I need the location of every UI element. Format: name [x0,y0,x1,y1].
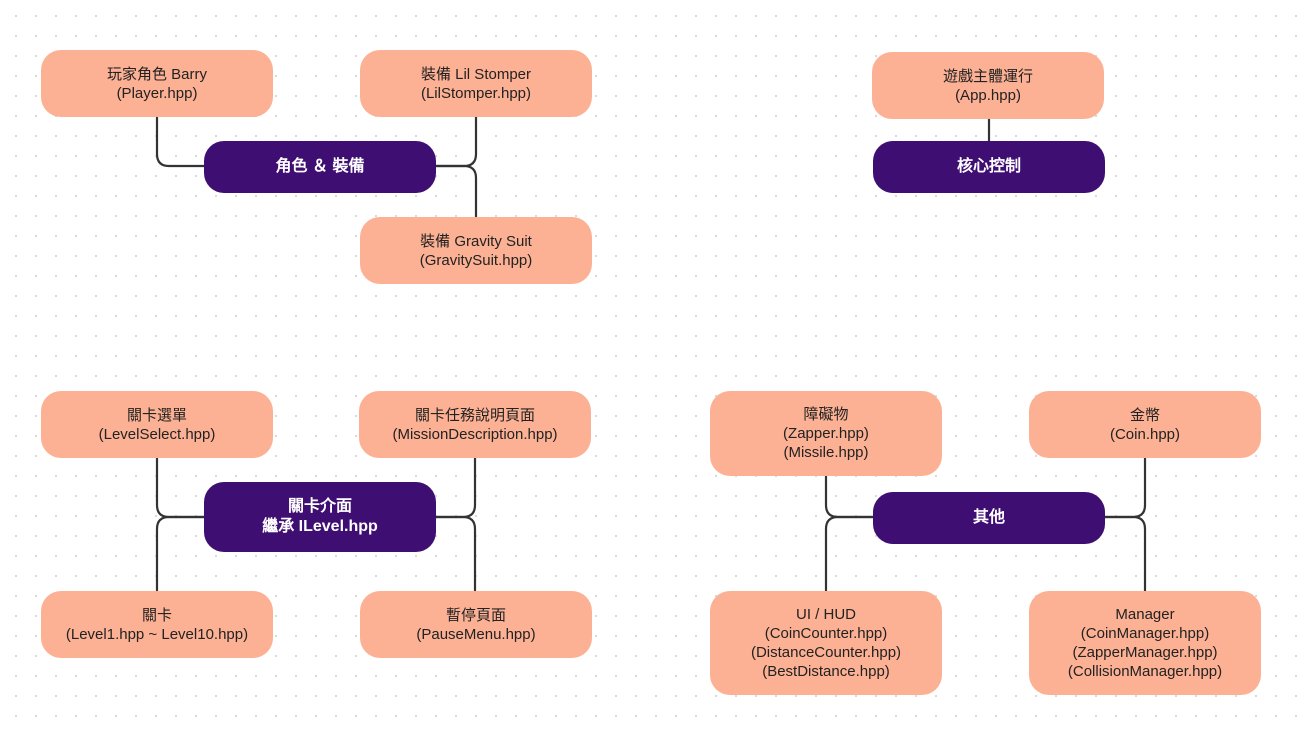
hub-core-control[interactable]: 核心控制 [873,141,1105,193]
node-lil-stomper-title: 裝備 Lil Stomper [420,65,532,83]
node-levels-title: 關卡 [141,606,172,624]
node-level-select[interactable]: 關卡選單 (LevelSelect.hpp) [41,391,273,458]
connector-levels [155,515,206,593]
connector-coin [1103,456,1147,519]
node-player-title: 玩家角色 Barry [106,65,207,83]
connector-pause-menu [434,515,477,593]
node-manager-file-coin-manager: (CoinManager.hpp) [1080,625,1210,642]
hub-core-control-label: 核心控制 [956,158,1021,175]
connector-player [155,115,206,168]
connector-obstacles [824,474,875,519]
node-ui-hud-file-distance-counter: (DistanceCounter.hpp) [750,644,902,661]
node-level-select-file: (LevelSelect.hpp) [98,425,216,443]
node-ui-hud-file-best-distance: (BestDistance.hpp) [762,663,890,680]
node-pause-menu-file: (PauseMenu.hpp) [416,625,536,643]
hub-level-interface-inherits: 繼承 ILevel.hpp [262,518,378,535]
node-levels[interactable]: 關卡 (Level1.hpp ~ Level10.hpp) [41,591,273,658]
node-mission-description-file: (MissionDescription.hpp) [392,425,558,443]
node-app[interactable]: 遊戲主體運行 (App.hpp) [872,52,1104,119]
hub-character-equipment[interactable]: 角色 ＆ 裝備 [204,141,436,193]
connector-gravity-suit [434,164,478,219]
node-coin[interactable]: 金幣 (Coin.hpp) [1029,391,1261,458]
connector-ui-hud [824,515,875,593]
node-ui-hud-title: UI / HUD [796,606,856,623]
node-pause-menu[interactable]: 暫停頁面 (PauseMenu.hpp) [360,591,592,658]
connector-manager [1103,515,1147,593]
hub-others[interactable]: 其他 [873,492,1105,544]
node-mission-description[interactable]: 關卡任務說明頁面 (MissionDescription.hpp) [359,391,591,458]
node-level-select-title: 關卡選單 [126,406,187,424]
node-player-file: (Player.hpp) [116,84,198,102]
node-mission-description-title: 關卡任務說明頁面 [414,406,535,424]
hub-level-interface-title: 關卡介面 [287,498,352,515]
node-levels-file: (Level1.hpp ~ Level10.hpp) [65,625,249,643]
node-lil-stomper-file: (LilStomper.hpp) [420,84,532,102]
node-app-file: (App.hpp) [955,86,1021,104]
node-obstacles-file-zapper: (Zapper.hpp) [783,425,869,442]
node-ui-hud[interactable]: UI / HUD (CoinCounter.hpp) (DistanceCoun… [710,591,942,695]
node-coin-file: (Coin.hpp) [1109,425,1181,443]
node-player[interactable]: 玩家角色 Barry (Player.hpp) [41,50,273,117]
node-gravity-suit-file: (GravitySuit.hpp) [419,251,533,269]
node-manager-title: Manager [1115,606,1175,623]
connector-mission-description [434,456,477,519]
node-gravity-suit-title: 裝備 Gravity Suit [420,232,532,250]
node-gravity-suit[interactable]: 裝備 Gravity Suit (GravitySuit.hpp) [360,217,592,284]
hub-level-interface[interactable]: 關卡介面 繼承 ILevel.hpp [204,482,436,552]
hub-others-label: 其他 [972,509,1005,526]
node-manager-file-zapper-manager: (ZapperManager.hpp) [1072,644,1218,661]
connector-lil-stomper [434,115,478,168]
node-lil-stomper[interactable]: 裝備 Lil Stomper (LilStomper.hpp) [360,50,592,117]
node-obstacles-file-missile: (Missile.hpp) [783,444,869,461]
node-pause-menu-title: 暫停頁面 [445,606,506,624]
node-coin-title: 金幣 [1129,406,1160,424]
connector-level-select [155,456,206,519]
node-obstacles[interactable]: 障礙物 (Zapper.hpp) (Missile.hpp) [710,391,942,476]
node-app-title: 遊戲主體運行 [942,67,1033,85]
node-obstacles-title: 障礙物 [803,406,849,423]
node-manager-file-collision-manager: (CollisionManager.hpp) [1067,663,1223,680]
hub-character-equipment-label: 角色 ＆ 裝備 [275,158,365,175]
node-manager[interactable]: Manager (CoinManager.hpp) (ZapperManager… [1029,591,1261,695]
node-ui-hud-file-coin-counter: (CoinCounter.hpp) [764,625,888,642]
